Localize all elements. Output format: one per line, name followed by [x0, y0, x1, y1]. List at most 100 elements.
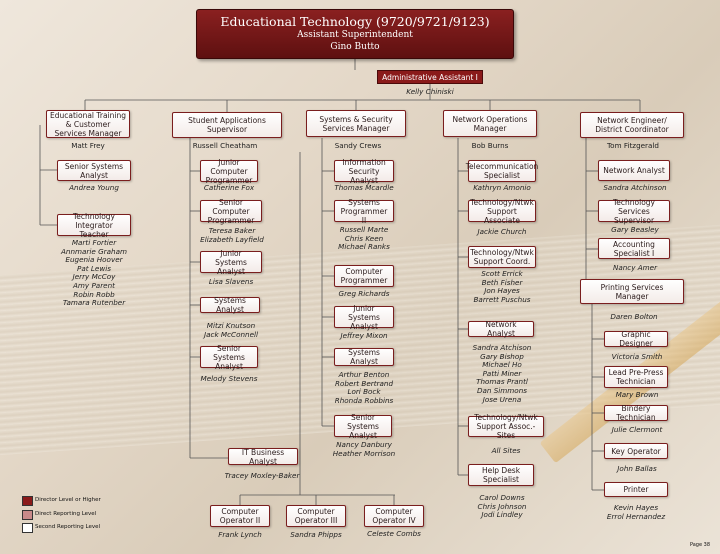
c2-b4-name: Jack McConnell — [203, 329, 259, 339]
c2-b2-name: Elizabeth Layfield — [200, 234, 264, 244]
c3-b3-box: Computer Programmer — [334, 265, 394, 287]
c2-title-box: Student Applications Supervisor — [172, 112, 282, 138]
c5-b5-names: Victoria Smith — [611, 352, 663, 361]
page-number: Page 38 — [689, 542, 710, 548]
c5-b7-names: Julie Clermont — [611, 425, 663, 434]
c3-b2-box: Systems Programmer II — [334, 198, 394, 225]
c3-b6-name: Nancy Danbury — [336, 440, 392, 449]
legend-swatch-director — [22, 496, 33, 506]
c3-title-box: Systems & Security Services Manager — [306, 110, 406, 137]
operator-2-box: Computer Operator III — [286, 505, 346, 527]
c1-b2-name: Tamara Rutenber — [62, 298, 126, 308]
c2-b6-box: IT Business Analyst — [228, 448, 298, 466]
legend-label-director: Director Level or Higher — [35, 497, 101, 503]
c4-b4-name: Gary Bishop — [480, 351, 524, 361]
c4-b3-name: Jon Hayes — [484, 286, 520, 296]
c5-b9-box: Printer — [604, 482, 668, 497]
c4-b2-box: Technology/Ntwk Support Associate — [468, 198, 536, 225]
c5-b8-names: John Ballas — [617, 464, 657, 473]
c5-b6-box: Lead Pre-Press Technician — [604, 366, 668, 388]
c1-b2-name: Robin Robb — [73, 289, 115, 299]
c5-b9-name: Errol Hernandez — [606, 511, 666, 521]
c4-b6-name: Jodi Lindley — [481, 510, 523, 520]
c3-b2-name: Chris Keen — [344, 233, 384, 243]
operator-1-box: Computer Operator II — [210, 505, 270, 527]
c5-b8-box: Key Operator — [604, 443, 668, 459]
c3-b2-name: Russell Marte — [339, 225, 389, 234]
admin-name: Kelly Chiniski — [406, 87, 454, 96]
c1-b2-name: Annmarie Graham — [61, 246, 127, 256]
c3-b1-box: Information Security Analyst — [334, 158, 394, 185]
c4-b4-names: Sandra Atchison Gary Bishop Michael Ho P… — [462, 343, 542, 404]
c1-title-box: Educational Training & Customer Services… — [46, 110, 130, 138]
admin-box: Administrative Assistant I — [377, 70, 483, 84]
c2-b1-names: Catherine Fox — [203, 183, 255, 192]
c3-b6-box: Senior Systems Analyst — [334, 413, 392, 440]
c5-b5-box: Graphic Designer — [604, 330, 668, 348]
c4-b4-name: Michael Ho — [482, 360, 522, 370]
c1-name: Matt Frey — [71, 141, 105, 150]
c2-b4-names: Mitzi Knutson Jack McConnell — [196, 321, 266, 339]
legend-label-direct: Direct Reporting Level — [35, 511, 97, 517]
c2-name: Russell Cheatham — [192, 141, 258, 150]
c4-b3-name: Barrett Puschus — [473, 294, 531, 304]
legend-swatch-direct — [22, 510, 33, 520]
c5-b4-box: Printing Services Manager — [580, 279, 684, 304]
c2-b5-box: Senior Systems Analyst — [200, 344, 258, 371]
c5-b6-names: Mary Brown — [615, 390, 659, 399]
c2-b2-box: Senior Computer Programmer — [200, 198, 262, 225]
legend-swatch-second — [22, 523, 33, 533]
c1-b1-box: Senior Systems Analyst — [57, 160, 131, 181]
c1-b2-name: Amy Parent — [73, 280, 115, 290]
c1-b2-name: Jerry McCoy — [72, 272, 116, 282]
c4-b5-box: Technology/Ntwk Support Assoc.-Sites — [468, 413, 544, 440]
c5-b1-names: Sandra Atchinson — [603, 183, 667, 192]
c1-b2-name: Marti Fortier — [71, 238, 117, 247]
c5-title-box: Network Engineer/ District Coordinator — [580, 112, 684, 138]
header-name: Gino Butto — [330, 42, 380, 52]
operator-3-name: Celeste Combs — [367, 529, 421, 538]
c2-b3-names: Lisa Slavens — [208, 277, 254, 286]
header-box: Educational Technology (9720/9721/9123) … — [196, 9, 514, 59]
c4-b3-name: Beth Fisher — [481, 277, 523, 287]
c2-b5-names: Melody Stevens — [200, 374, 258, 383]
legend-label-second: Second Reporting Level — [35, 524, 100, 530]
operator-1-name: Frank Lynch — [218, 530, 262, 539]
operator-3-box: Computer Operator IV — [364, 505, 424, 527]
c2-b3-box: Junior Systems Analyst — [200, 249, 262, 276]
c4-name: Bob Burns — [471, 141, 509, 150]
c3-b5-name: Robert Bertrand — [334, 378, 394, 388]
c5-b3-box: Accounting Specialist I — [598, 238, 670, 259]
c4-b4-name: Jose Urena — [482, 394, 522, 404]
c4-b4-name: Dan Simmons — [476, 385, 528, 395]
c4-b1-box: Telecommunication Specialist — [465, 160, 539, 182]
c3-name: Sandy Crews — [334, 141, 382, 150]
c4-b2-names: Jackie Church — [477, 227, 527, 236]
c5-name: Tom Fitzgerald — [607, 141, 659, 150]
c3-b4-box: Junior Systems Analyst — [334, 304, 394, 331]
c5-b1-box: Network Analyst — [598, 160, 670, 181]
c3-b2-name: Michael Ranks — [338, 242, 390, 252]
c3-b6-name: Heather Morrison — [332, 448, 396, 458]
c2-b1-box: Junior Computer Programmer — [200, 158, 258, 185]
c2-b2-names: Teresa Baker Elizabeth Layfield — [194, 226, 270, 244]
c4-b6-box: Help Desk Specialist — [468, 464, 534, 486]
c4-b3-name: Scott Errick — [481, 269, 523, 278]
c4-b3-box: Technology/Ntwk Support Coord. — [468, 246, 536, 268]
c4-b5-names: All Sites — [491, 446, 521, 455]
c2-b6-names: Tracey Moxley-Baker — [224, 471, 300, 480]
c1-b2-names: Marti Fortier Annmarie Graham Eugenia Ho… — [58, 238, 130, 308]
c2-b2-name: Teresa Baker — [208, 226, 256, 235]
c5-b3-names: Nancy Amer — [612, 263, 658, 272]
c3-b5-name: Lori Bock — [347, 387, 381, 397]
c3-b5-name: Arthur Benton — [338, 370, 390, 379]
c1-b1-names: Andrea Young — [69, 183, 119, 192]
c4-b4-name: Patti Miner — [482, 368, 522, 378]
c4-b6-name: Chris Johnson — [477, 501, 527, 511]
c3-b5-name: Rhonda Robbins — [334, 395, 394, 405]
c3-b6-names: Nancy Danbury Heather Morrison — [326, 440, 402, 458]
c4-b3-names: Scott Errick Beth Fisher Jon Hayes Barre… — [462, 269, 542, 304]
c3-b2-names: Russell Marte Chris Keen Michael Ranks — [328, 225, 400, 252]
c1-b2-name: Eugenia Hoover — [65, 255, 123, 265]
